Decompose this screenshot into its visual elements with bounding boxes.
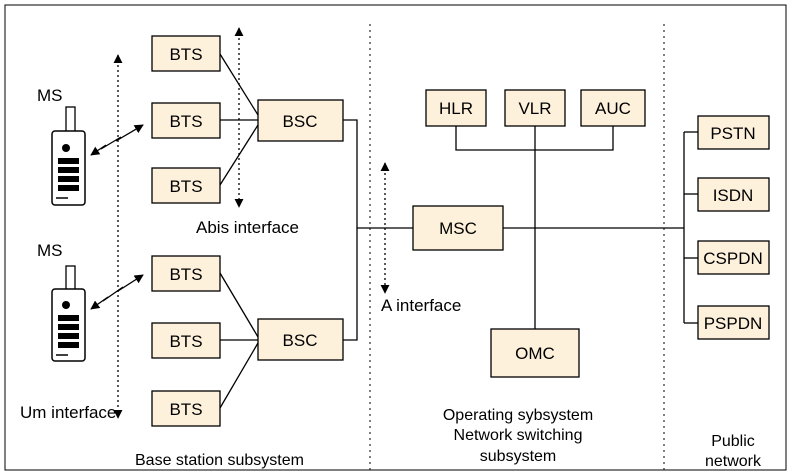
pspdn-label: PSPDN <box>704 314 763 333</box>
bts-label: BTS <box>169 112 202 131</box>
a-interface-label: A interface <box>381 296 461 315</box>
diagram-frame <box>4 4 787 471</box>
bts-node-4: BTS <box>151 255 221 292</box>
isdn-node: ISDN <box>697 177 770 212</box>
pstn-label: PSTN <box>710 124 755 143</box>
omc-node: OMC <box>490 328 580 378</box>
bts-label: BTS <box>169 177 202 196</box>
isdn-label: ISDN <box>713 186 754 205</box>
cspdn-node: CSPDN <box>697 240 770 275</box>
vlr-node: VLR <box>504 89 566 127</box>
link-bts6-bsc2 <box>219 342 259 409</box>
bsc-label: BSC <box>283 331 318 350</box>
msc-label: MSC <box>439 219 477 238</box>
link-bsc2-msc <box>343 228 358 341</box>
pspdn-node: PSPDN <box>697 305 770 340</box>
bts-label: BTS <box>169 400 202 419</box>
bsc-label: BSC <box>283 112 318 131</box>
bsc-node-2: BSC <box>257 318 344 361</box>
bts-node-5: BTS <box>151 322 221 359</box>
public-network-caption-line1: Public <box>711 433 755 450</box>
omc-label: OMC <box>515 344 555 363</box>
bsc-node-1: BSC <box>257 99 344 142</box>
radio-link-top <box>90 124 144 156</box>
msc-node: MSC <box>412 205 504 251</box>
link-bts4-bsc2 <box>219 272 259 338</box>
nss-caption-line1: Network switching <box>454 427 583 444</box>
hlr-label: HLR <box>439 99 473 118</box>
bss-caption: Base station subsystem <box>135 452 304 469</box>
bts-label: BTS <box>169 265 202 284</box>
bts-node-6: BTS <box>151 390 221 427</box>
nss-caption-line2: subsystem <box>480 448 556 465</box>
pstn-node: PSTN <box>697 115 770 150</box>
public-network-caption-line2: network <box>705 453 762 470</box>
auc-node: AUC <box>580 89 646 127</box>
ms-label-top: MS <box>37 86 63 105</box>
mobile-phone-icon-bottom <box>51 265 86 362</box>
oss-caption: Operating sybsystem <box>443 407 593 424</box>
cspdn-label: CSPDN <box>703 249 763 268</box>
bts-node-3: BTS <box>151 167 221 204</box>
um-interface-label: Um interface <box>20 403 116 422</box>
radio-link-bottom <box>90 274 144 310</box>
ms-label-bottom: MS <box>37 241 63 260</box>
mobile-phone-icon-top <box>51 106 86 206</box>
vlr-label: VLR <box>518 99 551 118</box>
bts-label: BTS <box>169 45 202 64</box>
auc-label: AUC <box>595 99 631 118</box>
bts-node-1: BTS <box>151 35 221 72</box>
abis-interface-label: Abis interface <box>196 218 299 237</box>
hlr-node: HLR <box>425 89 487 127</box>
bts-node-2: BTS <box>151 102 221 139</box>
bts-label: BTS <box>169 332 202 351</box>
